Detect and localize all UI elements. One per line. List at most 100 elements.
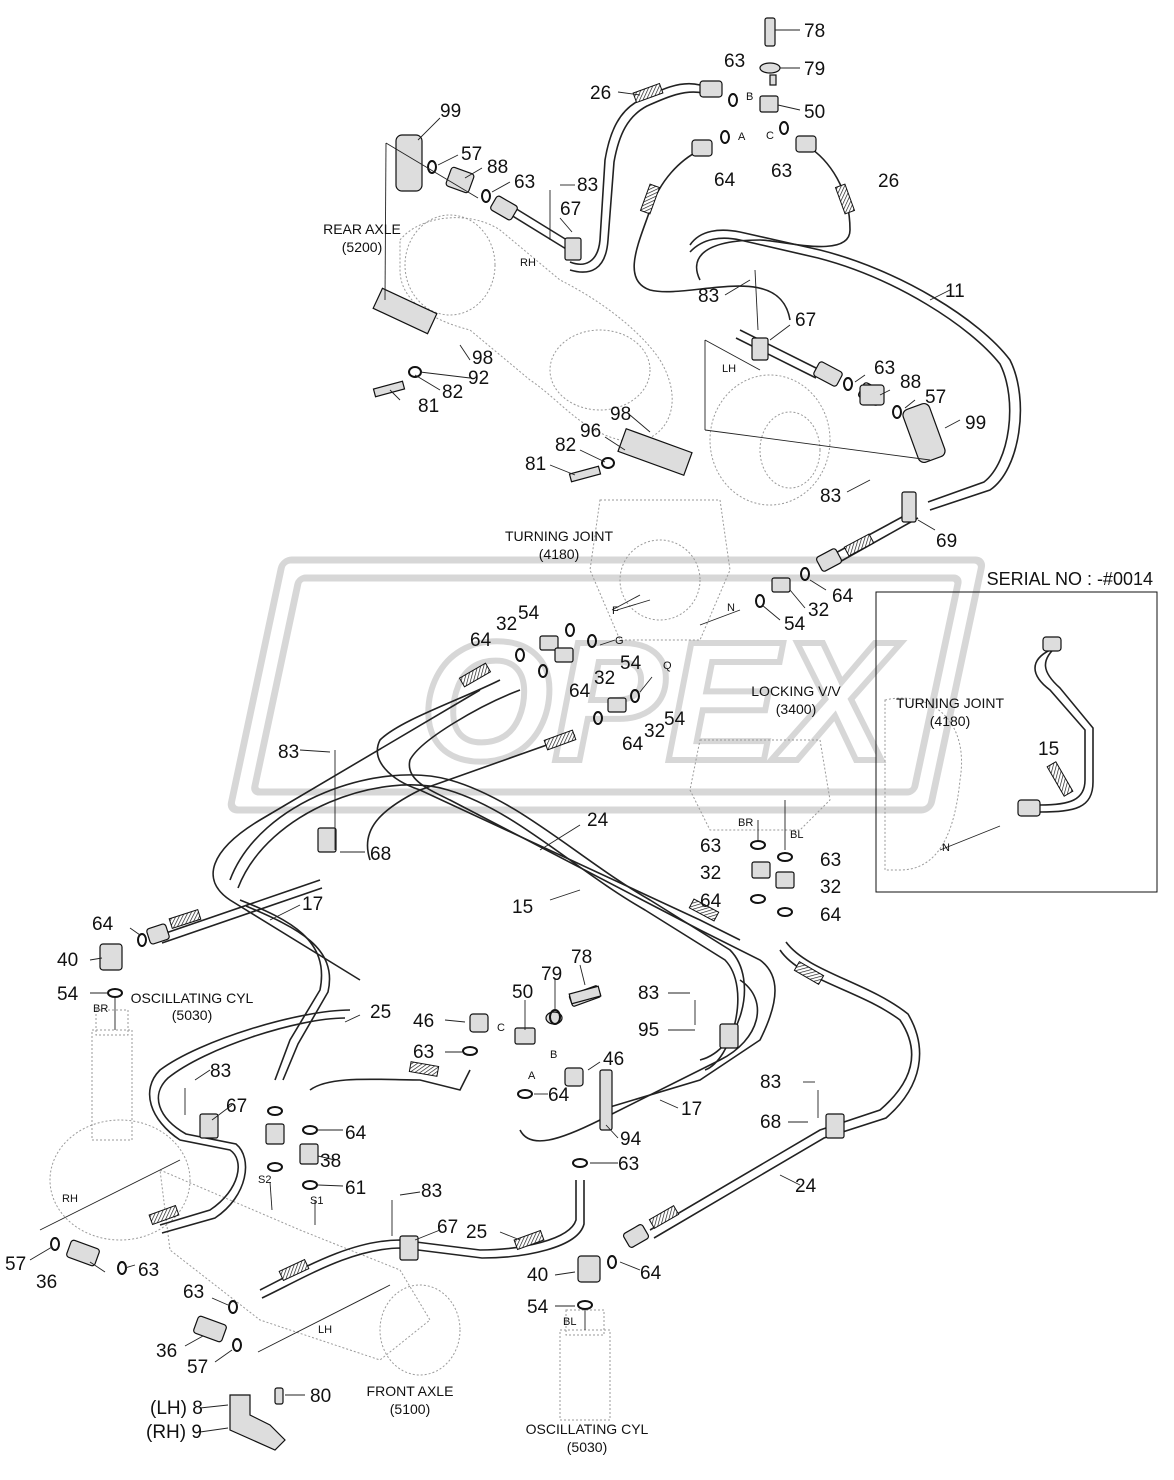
part-92: 92 bbox=[468, 368, 489, 389]
port-n: N bbox=[727, 602, 735, 614]
port-n-inset: N bbox=[942, 842, 950, 854]
rear-axle-label: REAR AXLE bbox=[323, 221, 401, 237]
part-57-front-lh: 57 bbox=[187, 1357, 208, 1378]
part-64-k: 64 bbox=[345, 1123, 367, 1144]
rh-side-label-rear: RH bbox=[520, 257, 536, 269]
part-64-e: 64 bbox=[622, 734, 644, 755]
part-83-c: 83 bbox=[820, 486, 841, 507]
part-83-h: 83 bbox=[210, 1061, 231, 1082]
part-46-b: 46 bbox=[603, 1049, 624, 1070]
part-38: 38 bbox=[320, 1151, 341, 1172]
part-78-front: 78 bbox=[571, 947, 592, 968]
tube-17 bbox=[146, 879, 331, 1081]
part-64-i: 64 bbox=[548, 1085, 570, 1106]
port-s2: S2 bbox=[258, 1174, 271, 1186]
turning-joint-label: TURNING JOINT bbox=[505, 528, 614, 544]
opex-watermark: OPEX bbox=[227, 556, 986, 814]
leader-lines bbox=[29, 29, 961, 1433]
port-s1: S1 bbox=[310, 1195, 323, 1207]
part-54-a: 54 bbox=[784, 614, 806, 635]
tube-11 bbox=[689, 229, 1022, 511]
part-57-lh: 57 bbox=[925, 387, 946, 408]
part-40-b: 40 bbox=[527, 1265, 548, 1286]
part-98-a: 98 bbox=[472, 348, 493, 369]
part-callouts: 78 79 50 63 26 64 63 26 99 57 88 63 83 6… bbox=[5, 21, 1059, 1443]
serial-note: SERIAL NO : -#0014 bbox=[987, 569, 1153, 589]
inset-turning-joint-code: (4180) bbox=[930, 713, 970, 729]
part-54-e: 54 bbox=[57, 984, 79, 1005]
part-50-front: 50 bbox=[512, 982, 533, 1003]
part-63-g: 63 bbox=[413, 1042, 434, 1063]
part-32-a: 32 bbox=[808, 600, 829, 621]
oscillating-cyl-rh-label: OSCILLATING CYL bbox=[131, 990, 254, 1006]
locking-valve-code: (3400) bbox=[776, 701, 816, 717]
part-68-a: 68 bbox=[370, 844, 391, 865]
turning-joint-code: (4180) bbox=[539, 546, 579, 562]
part-63-e: 63 bbox=[700, 836, 721, 857]
part-32-e: 32 bbox=[700, 863, 721, 884]
port-b-front: B bbox=[550, 1049, 557, 1061]
tube-69 bbox=[815, 509, 919, 572]
part-54-c: 54 bbox=[620, 653, 642, 674]
part-15-inset: 15 bbox=[1038, 739, 1059, 760]
side-port-labels: RH LH RH LH A B C F G N Q BR BL BR BL C … bbox=[62, 91, 950, 1336]
port-br-locking: BR bbox=[738, 817, 753, 829]
part-83-g: 83 bbox=[421, 1181, 442, 1202]
part-78-top: 78 bbox=[804, 21, 825, 42]
part-15-a: 15 bbox=[512, 897, 533, 918]
oscillating-cyl-lh-code: (5030) bbox=[567, 1439, 607, 1455]
part-32-c: 32 bbox=[594, 668, 615, 689]
port-a-rear: A bbox=[738, 131, 746, 143]
port-bl-locking: BL bbox=[790, 829, 803, 841]
rear-axle-ghost bbox=[399, 214, 673, 442]
part-63-h: 63 bbox=[618, 1154, 639, 1175]
port-c-rear: C bbox=[766, 130, 774, 142]
part-32-f: 32 bbox=[820, 877, 841, 898]
part-67-c: 67 bbox=[437, 1217, 458, 1238]
front-axle-label: FRONT AXLE bbox=[367, 1383, 454, 1399]
part-79-top: 79 bbox=[804, 59, 825, 80]
port-b-rear: B bbox=[746, 91, 753, 103]
part-64-a: 64 bbox=[714, 170, 736, 191]
turning-joint-ghost bbox=[589, 499, 731, 641]
fittings bbox=[66, 17, 946, 1451]
o-rings bbox=[50, 93, 902, 1352]
locking-valve-ghost bbox=[689, 739, 831, 831]
part-54-d: 54 bbox=[664, 709, 686, 730]
part-63-c: 63 bbox=[514, 172, 535, 193]
part-81-a: 81 bbox=[418, 396, 439, 417]
part-50-top: 50 bbox=[804, 102, 825, 123]
part-64-g: 64 bbox=[820, 905, 842, 926]
part-26-right: 26 bbox=[878, 171, 899, 192]
part-81-b: 81 bbox=[525, 454, 546, 475]
bracket-lh-8: (LH) 8 bbox=[150, 1398, 203, 1419]
port-f: F bbox=[612, 605, 619, 617]
part-88-lh: 88 bbox=[900, 372, 921, 393]
part-63-a: 63 bbox=[724, 51, 745, 72]
part-83-e: 83 bbox=[638, 983, 659, 1004]
part-26-left: 26 bbox=[590, 83, 611, 104]
tube-26-left bbox=[569, 80, 723, 273]
port-q: Q bbox=[663, 660, 672, 672]
rh-side-label-front: RH bbox=[62, 1193, 78, 1205]
bracket-rh-9: (RH) 9 bbox=[146, 1422, 202, 1443]
part-99-lh: 99 bbox=[965, 413, 986, 434]
port-a-front: A bbox=[528, 1070, 536, 1082]
part-96: 96 bbox=[580, 421, 601, 442]
front-axle-code: (5100) bbox=[390, 1401, 430, 1417]
part-64-d: 64 bbox=[569, 681, 591, 702]
lh-side-label-front: LH bbox=[318, 1324, 332, 1336]
part-95: 95 bbox=[638, 1020, 659, 1041]
part-40-a: 40 bbox=[57, 950, 78, 971]
part-64-b: 64 bbox=[832, 586, 854, 607]
part-63-j: 63 bbox=[183, 1282, 204, 1303]
part-57-rear: 57 bbox=[461, 144, 482, 165]
tube-24 bbox=[622, 941, 921, 1248]
part-63-d: 63 bbox=[874, 358, 895, 379]
part-24-b: 24 bbox=[795, 1176, 817, 1197]
part-64-j: 64 bbox=[640, 1263, 662, 1284]
part-57-front-rh: 57 bbox=[5, 1254, 26, 1275]
part-25-b: 25 bbox=[466, 1222, 487, 1243]
tube-bundle-center bbox=[212, 662, 776, 1111]
